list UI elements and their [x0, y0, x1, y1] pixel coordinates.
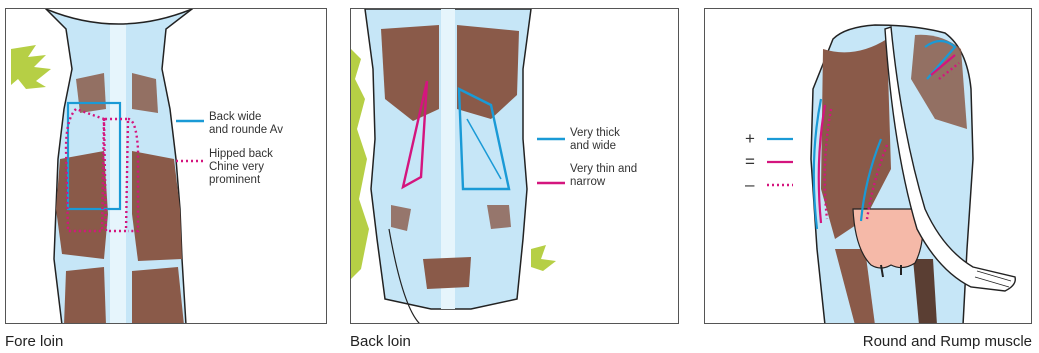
- back-loin-legend: Very thick and wide Very thin and narrow: [570, 127, 637, 189]
- legend-symbol-minus: –: [745, 176, 754, 193]
- legend-entry: Very thin and narrow: [570, 163, 637, 189]
- legend-label: Very thin and narrow: [570, 163, 637, 189]
- legend-entry: Back wide and rounde Av: [209, 111, 283, 137]
- grass-patch: [11, 45, 51, 89]
- hide-patch: [64, 267, 106, 324]
- legend-symbol-equal: =: [745, 153, 755, 170]
- caption-fore-loin: Fore loin: [5, 333, 63, 350]
- caption-back-loin: Back loin: [350, 333, 411, 350]
- spine-highlight: [110, 9, 126, 324]
- back-loin-panel: Very thick and wide Very thin and narrow: [350, 8, 679, 324]
- hide-patch: [132, 73, 158, 113]
- legend-entry: Hipped back Chine very prominent: [209, 148, 283, 187]
- grass-patch: [531, 245, 556, 271]
- caption-round-rump-muscle: Round and Rump muscle: [863, 333, 1032, 350]
- hide-patch: [423, 257, 471, 289]
- hide-patch: [56, 151, 108, 259]
- fore-loin-legend: Back wide and rounde Av Hipped back Chin…: [209, 111, 283, 187]
- round-rump-panel: + = –: [704, 8, 1032, 324]
- grass-patch: [351, 49, 369, 279]
- legend-label: Hipped back Chine very prominent: [209, 148, 283, 187]
- hide-patch: [132, 151, 182, 261]
- legend-label: Very thick and wide: [570, 127, 637, 153]
- legend-label: Back wide and rounde Av: [209, 111, 283, 137]
- legend-symbol-plus: +: [745, 130, 755, 147]
- fore-loin-panel: Back wide and rounde Av Hipped back Chin…: [5, 8, 327, 324]
- hide-patch: [487, 205, 511, 229]
- hide-patch: [132, 267, 184, 324]
- legend-entry: Very thick and wide: [570, 127, 637, 153]
- hide-patch: [76, 73, 106, 113]
